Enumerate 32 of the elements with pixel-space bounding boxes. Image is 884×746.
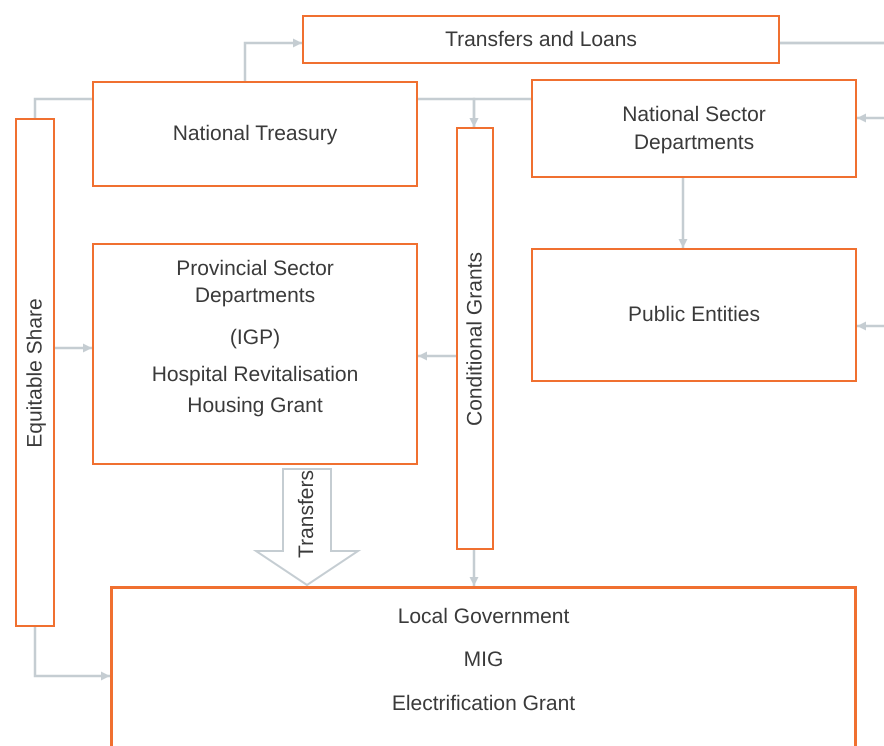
box-title: Provincial Sector Departments: [175, 256, 335, 310]
block-arrow: [252, 468, 362, 586]
box-title: Conditional Grants: [462, 252, 488, 426]
process-box: [531, 248, 857, 382]
arrow: [418, 352, 456, 360]
process-box: [92, 243, 418, 465]
box-text: MIG: [464, 647, 504, 674]
arrow: [244, 38, 302, 81]
box-title: Local Government: [398, 604, 570, 630]
box-title: Public Entities: [628, 302, 760, 328]
box-title: National Sector Departments: [621, 102, 767, 156]
arrow: [34, 627, 110, 680]
connector-line: [34, 98, 92, 118]
arrow: [678, 178, 688, 248]
box-text: Electrification Grant: [392, 690, 576, 717]
arrow: [55, 344, 92, 352]
process-box: [531, 79, 857, 178]
arrow: [470, 98, 531, 127]
box-text: Housing Grant: [187, 393, 323, 420]
box-text: Hospital Revitalisation: [152, 362, 358, 388]
arrow: [470, 550, 478, 586]
arrow: [780, 42, 884, 330]
process-box: [92, 81, 418, 187]
vertical-label-box: [15, 118, 55, 627]
process-box: [302, 15, 780, 64]
vertical-label-box: [456, 127, 494, 550]
process-box: [110, 586, 857, 746]
box-title: Transfers and Loans: [445, 26, 637, 53]
edge-label: Transfers: [295, 470, 319, 558]
box-text: (IGP): [230, 324, 280, 351]
box-title: Equitable Share: [22, 298, 48, 448]
box-title: National Treasury: [172, 121, 338, 148]
